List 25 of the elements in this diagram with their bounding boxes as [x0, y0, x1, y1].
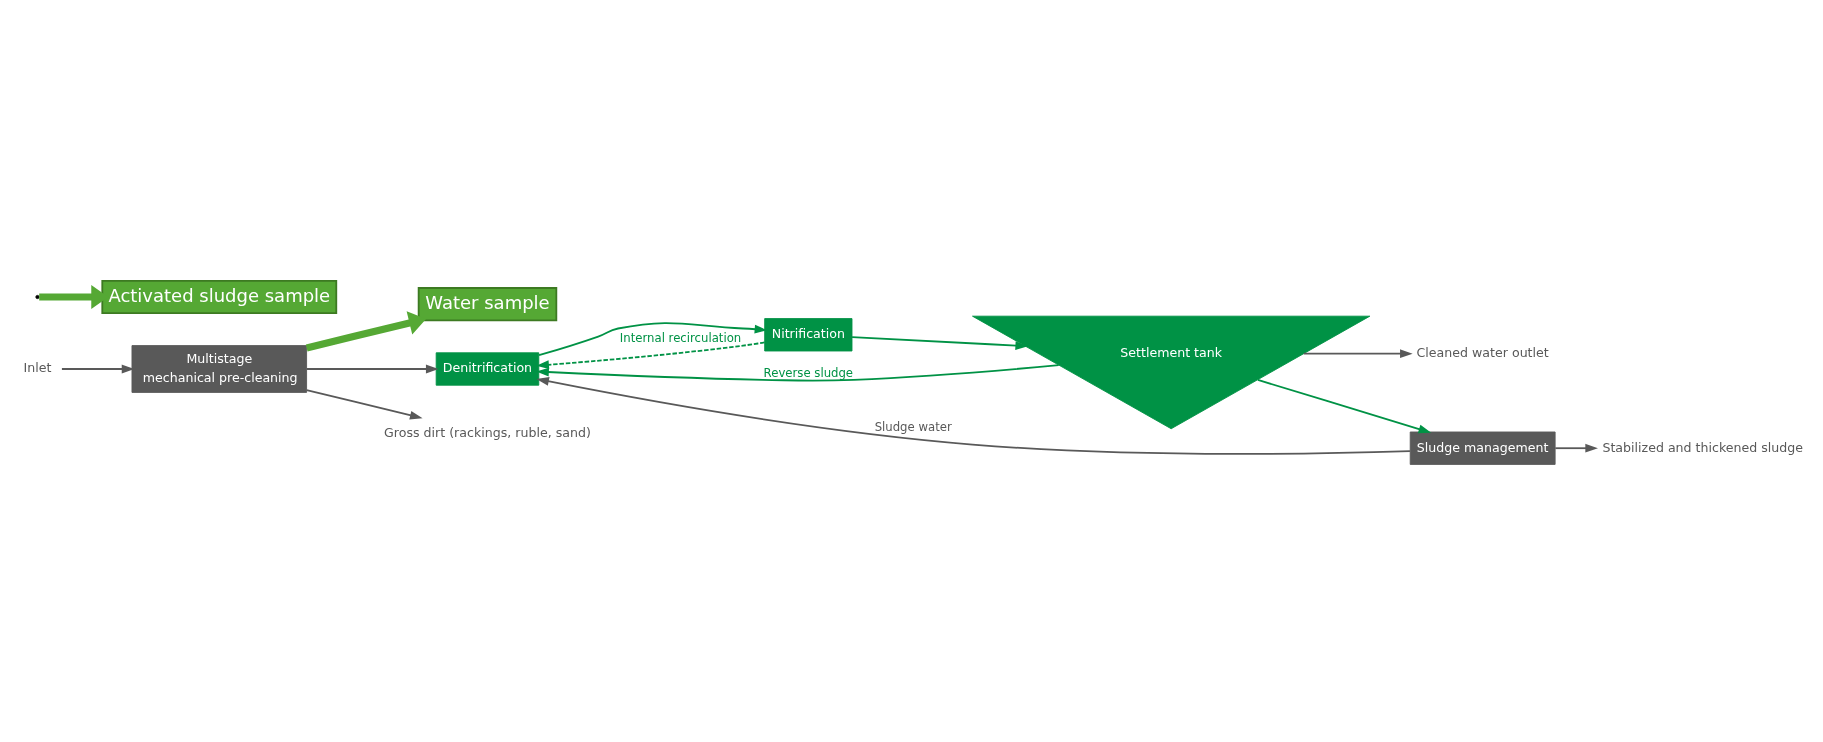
arrow	[536, 376, 1411, 455]
edge-label: Internal recirculation	[619, 330, 742, 345]
arrow	[536, 341, 766, 369]
arrow	[305, 388, 423, 420]
arrow	[1554, 443, 1598, 453]
arrow	[1257, 378, 1432, 433]
node-text: Cleaned water outlet	[1416, 344, 1549, 360]
arrow	[305, 310, 427, 351]
arrow	[1302, 348, 1413, 358]
node-text: Stabilized and thickened sludge	[1602, 439, 1804, 455]
arrow	[536, 363, 1060, 382]
arrow	[61, 364, 135, 373]
arrow	[851, 335, 1028, 350]
node-box: Nitrification	[764, 317, 853, 351]
node-box: Denitrification	[435, 351, 540, 386]
node-box: Water sample	[417, 286, 558, 321]
node-box: Activated sludge sample	[101, 279, 338, 314]
node-box: Sludge management	[1409, 431, 1556, 465]
node-text: Gross dirt (rackings, ruble, sand)	[384, 424, 591, 440]
arrow	[305, 364, 439, 373]
node-box: Multistage mechanical pre-cleaning	[131, 344, 308, 393]
arrow	[538, 321, 768, 356]
edge-label: Sludge water	[874, 419, 952, 434]
edge-label: Reverse sludge	[763, 365, 854, 380]
node-text: Inlet	[23, 359, 52, 375]
